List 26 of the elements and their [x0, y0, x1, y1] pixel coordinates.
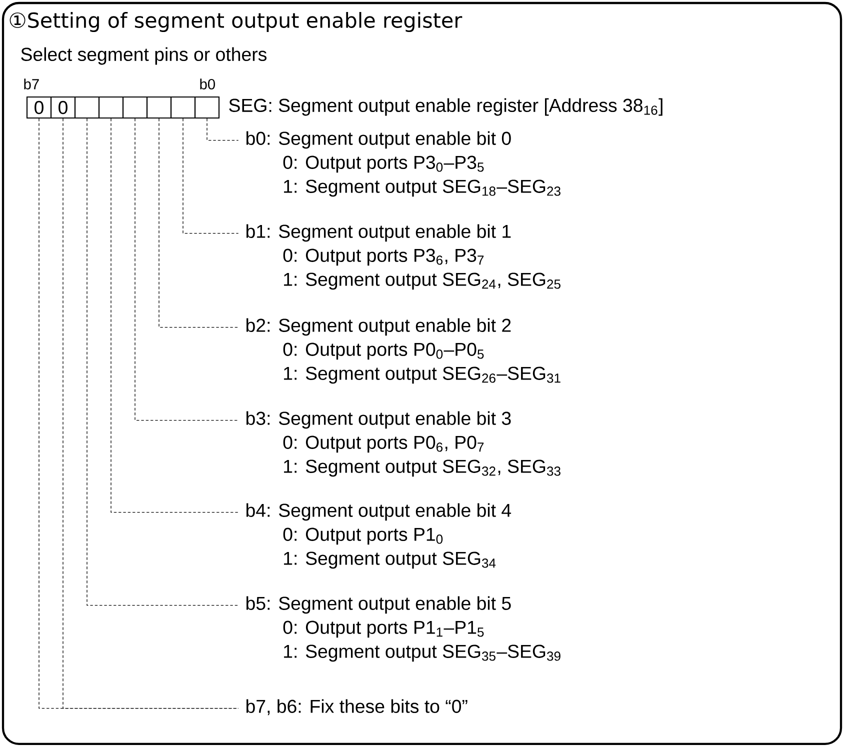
bit-cell: [194, 96, 220, 119]
register-label: SEG: Segment output enable register [Address 38$_{16}$]: [229, 98, 662, 116]
bit-description: b5: Segment output enable bit 5 0: Output ports P1$_{1}$–P1$_{5}$ 1: Segment output SEG$_{35}$–SEG$_{39}$: [246, 596, 560, 662]
title: ①Setting of segment output enable register: [10, 12, 462, 32]
leader-line: [182, 118, 239, 234]
bit-description: b1: Segment output enable bit 1 0: Output ports P3$_{6}$, P3$_{7}$ 1: Segment output SEG$_{24}$, SEG$_{25}$: [246, 224, 560, 290]
leader-line: [206, 118, 239, 141]
bit-description: b3: Segment output enable bit 3 0: Output ports P0$_{6}$, P0$_{7}$ 1: Segment output SEG$_{32}$, SEG$_{33}$: [246, 411, 560, 477]
bit-cell: [74, 96, 100, 119]
bit-cell: [146, 96, 172, 119]
bit-label: b0: [200, 78, 215, 90]
bit-description: b7, b6: Fix these bits to “0”: [246, 699, 468, 716]
bit-description: b4: Segment output enable bit 4 0: Output ports P1$_{0}$ 1: Segment output SEG$_{34}$: [246, 503, 512, 569]
leader-line: [158, 118, 239, 328]
leader-line: [134, 118, 239, 421]
subtitle: Select segment pins or others: [21, 47, 266, 65]
leader-line: [86, 118, 239, 606]
bit-cell: [170, 96, 196, 119]
bit-label: b7: [24, 78, 39, 90]
bit-description: b0: Segment output enable bit 0 0: Output ports P3$_{0}$–P3$_{5}$ 1: Segment output SEG$_{18}$–SEG$_{23}$: [246, 131, 560, 197]
bit-cell: [98, 96, 124, 119]
leader-line: [110, 118, 239, 513]
bit-cell: 0: [50, 96, 76, 119]
bit-cell: [122, 96, 148, 119]
bit-cell: 0: [26, 96, 52, 119]
bit-description: b2: Segment output enable bit 2 0: Output ports P0$_{0}$–P0$_{5}$ 1: Segment output SEG$_{26}$–SEG$_{31}$: [246, 318, 560, 384]
